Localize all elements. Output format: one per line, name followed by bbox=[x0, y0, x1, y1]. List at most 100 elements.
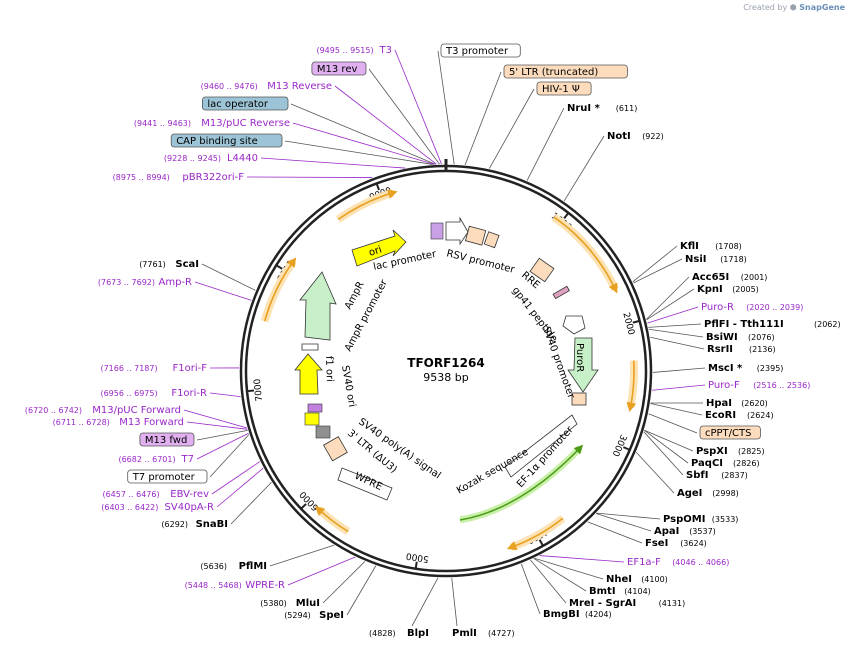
leader-line bbox=[520, 563, 541, 615]
leader-line bbox=[346, 565, 377, 616]
ampr-promoter-shape bbox=[301, 343, 319, 351]
inner-label-f1-ori: f1 ori bbox=[323, 356, 335, 382]
svg-text:(2516 .. 2536): (2516 .. 2536) bbox=[753, 381, 810, 390]
inner-label-kozak: Kozak sequence bbox=[455, 447, 530, 497]
svg-text:M13 fwd: M13 fwd bbox=[145, 435, 187, 446]
svg-text:(8975 .. 8994): (8975 .. 8994) bbox=[113, 173, 170, 182]
svg-text:SnaBI: SnaBI bbox=[196, 519, 228, 530]
svg-text:Acc65I: Acc65I bbox=[692, 272, 729, 283]
leader-line bbox=[633, 258, 683, 284]
leader-line bbox=[451, 577, 458, 627]
leader-line bbox=[648, 413, 698, 434]
tick-mark bbox=[414, 561, 418, 569]
label-t3-promoter: T3 promoter bbox=[440, 43, 521, 58]
label-hiv-1-: HIV-1 Ψ bbox=[536, 81, 592, 96]
leader-line bbox=[648, 323, 702, 328]
svg-text:MreI - SgrAI: MreI - SgrAI bbox=[569, 598, 636, 609]
svg-text:(2005): (2005) bbox=[732, 285, 759, 294]
inner-label-ori: ori bbox=[368, 244, 384, 258]
tick-label: 7000 bbox=[253, 378, 265, 402]
leader-line bbox=[186, 421, 248, 430]
label-spei: SpeI(5294) bbox=[284, 610, 344, 621]
svg-text:M13/pUC Forward: M13/pUC Forward bbox=[92, 405, 181, 416]
svg-text:(4100): (4100) bbox=[641, 575, 668, 584]
svg-text:AgeI: AgeI bbox=[677, 488, 702, 499]
svg-text:(9441 .. 9463): (9441 .. 9463) bbox=[134, 119, 191, 128]
label-lac-operator: lac operator bbox=[201, 96, 289, 111]
tick-mark bbox=[538, 539, 544, 547]
label-snabi: SnaBI (6292) bbox=[161, 519, 228, 530]
svg-text:(9228 .. 9245): (9228 .. 9245) bbox=[164, 154, 221, 163]
label-blpi: BlpI(4828) bbox=[369, 628, 429, 639]
label-m13-fwd: M13 fwd bbox=[139, 432, 195, 447]
label-m13-puc-forward: M13/pUC Forward(6720 .. 6742) bbox=[25, 405, 181, 416]
snapgene-logo-icon: ⬢ bbox=[789, 3, 797, 12]
svg-text:CAP binding site: CAP binding site bbox=[176, 136, 258, 147]
orange-feature-arcs bbox=[260, 188, 638, 552]
rsv-block-1 bbox=[464, 225, 487, 246]
label-pmli: PmlI(4727) bbox=[452, 628, 515, 639]
label-cppt-cts: cPPT/CTS bbox=[699, 425, 761, 440]
rsv-block-2 bbox=[483, 231, 500, 249]
svg-text:(6682 .. 6701): (6682 .. 6701) bbox=[118, 455, 175, 464]
label-rsrii: RsrII(2136) bbox=[707, 344, 776, 355]
label-msci-: MscI * (2395) bbox=[708, 363, 783, 374]
label-ecori: EcoRI(2624) bbox=[705, 410, 774, 421]
leader-line bbox=[216, 467, 264, 508]
credit-prefix: Created by bbox=[743, 3, 788, 12]
leader-line bbox=[646, 276, 690, 320]
label-mrei-sgrai: MreI - SgrAI(4131) bbox=[569, 598, 685, 609]
leader-line bbox=[647, 306, 699, 324]
leader-line bbox=[292, 122, 435, 165]
svg-text:KpnI: KpnI bbox=[697, 284, 723, 295]
leader-line bbox=[530, 559, 567, 604]
leader-line bbox=[587, 521, 643, 544]
svg-text:M13 Reverse: M13 Reverse bbox=[267, 81, 332, 92]
puror-arrow-shape bbox=[567, 337, 599, 393]
svg-text:(2076): (2076) bbox=[748, 333, 775, 342]
label-m13-reverse: M13 Reverse(9460 .. 9476) bbox=[201, 81, 332, 92]
svg-text:PspXI: PspXI bbox=[696, 446, 728, 457]
svg-text:(9495 .. 9515): (9495 .. 9515) bbox=[316, 46, 373, 55]
svg-text:(2998): (2998) bbox=[712, 489, 739, 498]
label-apai: ApaI(3537) bbox=[654, 526, 716, 537]
t3-promoter-arrow-shape bbox=[445, 216, 469, 246]
label-acc65i: Acc65I(2001) bbox=[692, 272, 767, 283]
ltr3-block bbox=[323, 436, 348, 462]
svg-text:(7673 .. 7692): (7673 .. 7692) bbox=[98, 278, 155, 287]
feature-arc bbox=[315, 505, 349, 533]
leader-line bbox=[643, 431, 684, 476]
leader-line bbox=[644, 429, 694, 452]
svg-text:EcoRI: EcoRI bbox=[705, 410, 736, 421]
svg-text:(6711 .. 6728): (6711 .. 6728) bbox=[53, 418, 110, 427]
label-5-ltr-truncated-: 5' LTR (truncated) bbox=[503, 64, 628, 79]
svg-text:MscI *: MscI * bbox=[708, 363, 743, 374]
label-m13-rev: M13 rev bbox=[311, 61, 367, 76]
label-ebv-rev: EBV-rev(6457 .. 6476) bbox=[102, 489, 209, 500]
inner-label-ampr: AmpR bbox=[343, 280, 367, 312]
tick-mark bbox=[622, 446, 631, 451]
svg-text:RsrII: RsrII bbox=[707, 344, 733, 355]
svg-text:T3: T3 bbox=[379, 45, 392, 56]
sv40-polya-grey bbox=[315, 425, 331, 439]
svg-text:L4440: L4440 bbox=[227, 153, 258, 164]
leader-line bbox=[334, 85, 437, 165]
label-t7-promoter: T7 promoter bbox=[127, 469, 208, 484]
leader-line bbox=[533, 558, 587, 592]
svg-text:(6292): (6292) bbox=[161, 520, 188, 529]
label-nsii: NsiI(1718) bbox=[685, 254, 747, 265]
leader-line bbox=[648, 328, 704, 338]
label-pspomi: PspOMI(3533) bbox=[663, 514, 738, 525]
leader-line bbox=[563, 135, 605, 202]
svg-text:(5448 .. 5468): (5448 .. 5468) bbox=[185, 581, 242, 590]
svg-text:ApaI: ApaI bbox=[654, 526, 679, 537]
svg-text:(611): (611) bbox=[616, 104, 638, 113]
sv40-promoter-arrow-shape bbox=[562, 315, 586, 335]
svg-text:(2395): (2395) bbox=[757, 364, 784, 373]
tick-mark bbox=[375, 183, 380, 191]
inner-features bbox=[294, 216, 599, 501]
svg-text:T7 promoter: T7 promoter bbox=[132, 472, 196, 483]
svg-text:PmlI: PmlI bbox=[452, 628, 477, 639]
svg-text:(3624): (3624) bbox=[680, 539, 707, 548]
